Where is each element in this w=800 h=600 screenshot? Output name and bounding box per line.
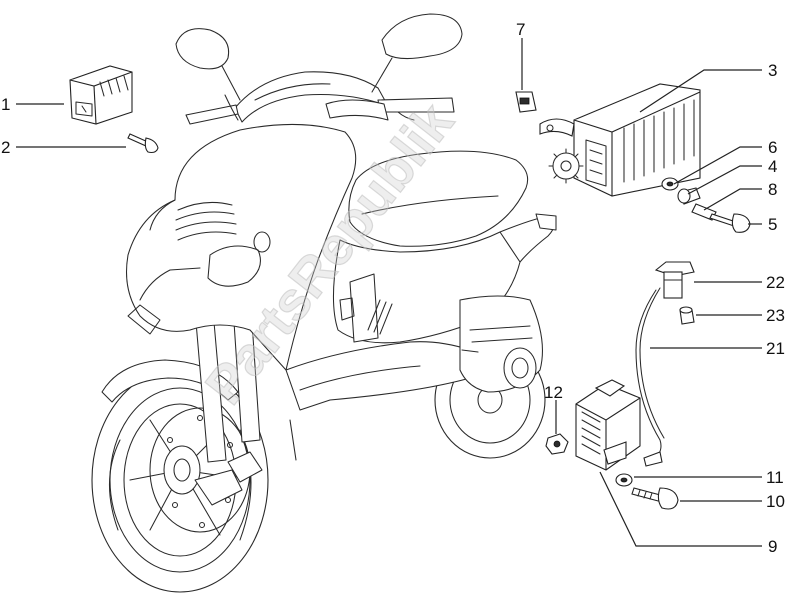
callout-11: 11 [766,468,784,487]
callout-1: 1 [1,95,10,114]
floorboard [285,341,471,411]
callout-3: 3 [768,61,777,80]
callout-9: 9 [768,537,777,556]
callout-22: 22 [766,273,785,292]
callout-5: 5 [768,215,777,234]
callout-8: 8 [768,180,777,199]
callout-6: 6 [768,138,777,157]
callout-4: 4 [768,157,777,176]
scooter-illustration [91,13,557,593]
headlight [207,245,261,287]
callout-labels: 1 2 3 4 5 6 7 8 9 10 11 12 21 22 23 [1,20,785,556]
callout-2: 2 [1,138,10,157]
part-suppressor-23 [679,306,695,325]
part-washer-11 [615,473,633,487]
part-screw-5 [709,213,751,233]
part-ht-lead [635,289,662,463]
callout-21: 21 [766,339,785,358]
callout-23: 23 [766,306,785,325]
part-spacer-8 [691,203,717,221]
part-control-unit [539,83,701,197]
mirror-right [381,13,463,60]
seat [348,150,529,247]
callout-10: 10 [766,492,785,511]
part-screw-2 [127,133,159,154]
part-nut-12 [545,433,569,455]
part-voltage-regulator-small [69,65,133,125]
part-bushing-4 [677,187,701,205]
part-ignition-coil [575,379,641,471]
leader-lines [16,38,762,547]
part-bolt-10 [631,487,679,510]
part-clip-7 [515,91,537,113]
mirror-left [175,28,230,70]
callout-12: 12 [544,383,563,402]
part-washer-6 [661,177,679,191]
part-spark-plug-cap [654,261,695,299]
callout-7: 7 [516,20,525,39]
